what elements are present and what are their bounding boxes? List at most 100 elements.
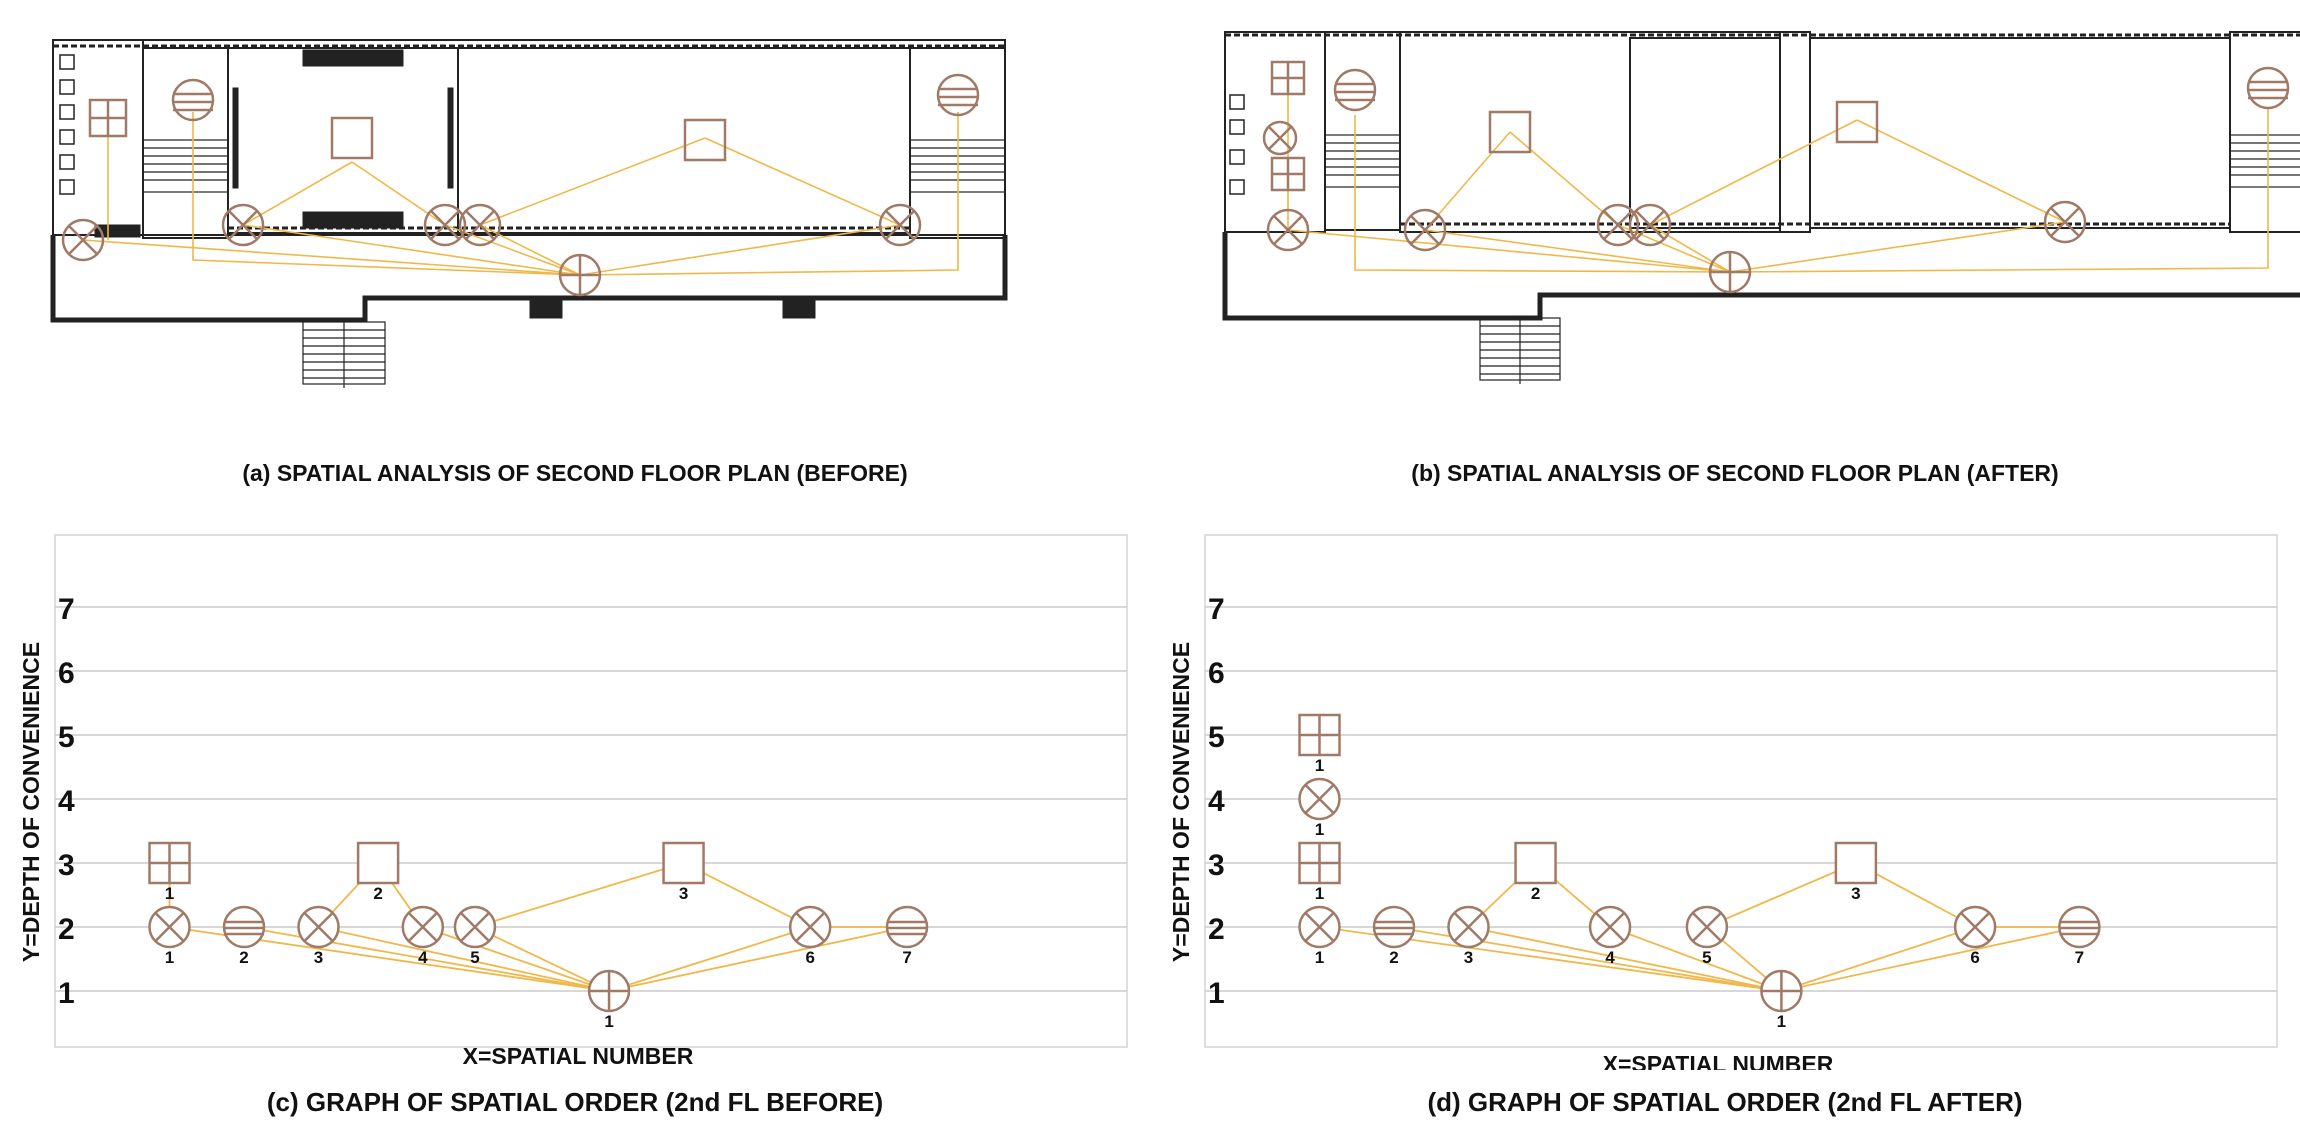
graph-after-node-label: 2: [1389, 948, 1398, 967]
graph-after-y-axis-label: Y=DEPTH OF CONVENIENCE: [1170, 642, 1194, 962]
graph-after-y-tick-label: 6: [1208, 657, 1225, 690]
graph-before-node-label: 7: [902, 948, 911, 967]
caption-c: (c) GRAPH OF SPATIAL ORDER (2nd FL BEFOR…: [266, 1087, 884, 1117]
graph-before-node-label: 3: [314, 948, 323, 967]
graph-before-node-toilet: [148, 841, 191, 885]
graph-before-y-tick-label: 7: [58, 593, 75, 626]
graph-after-node-toilet: [1298, 841, 1341, 885]
floor-plan-after-walls: [1222, 31, 2300, 321]
graph-after-node-mark: [1299, 843, 1340, 883]
graph-after-node-mark: [1692, 912, 1722, 942]
graph-before-node-mark: [303, 912, 334, 942]
graph-before-edge: [422, 926, 610, 992]
graph-after-node-label: 3: [1464, 948, 1473, 967]
floor-plan-after: [1150, 0, 2300, 420]
graph-before-node-mark: [154, 912, 185, 942]
graph-before-node-label: 2: [239, 948, 248, 967]
floor-plan-after-connectors: [1287, 80, 2269, 273]
graph-after-node-label: 5: [1702, 948, 1711, 967]
graph-after-frame: [1204, 534, 2278, 1048]
graph-after-node-label: 1: [1777, 1012, 1786, 1031]
graph-before-node-label: 1: [165, 884, 174, 903]
graph-after-node-hall: [1760, 969, 1803, 1013]
graph-before-edge: [474, 926, 610, 992]
graph-after-node-stair: [1372, 905, 1416, 949]
floor-plan-after-drawing: [1222, 31, 2300, 384]
graph-before-node-label: 3: [679, 884, 688, 903]
floor-plan-before-fixtures: [59, 49, 1006, 388]
graph-after-node-label: 7: [2075, 948, 2084, 967]
graph-after-node-label: 2: [1531, 884, 1540, 903]
caption-d: (d) GRAPH OF SPATIAL ORDER (2nd FL AFTER…: [1427, 1087, 2023, 1117]
graph-after-edge: [1781, 926, 2080, 992]
graph-before-node-label: 1: [604, 1012, 613, 1031]
graph-before-nodes: 1 2 3 4 5 6 7 1 2 3 1: [148, 841, 929, 1031]
graph-after-node-mark: [1304, 912, 1335, 942]
graph-before-node-label: 6: [805, 948, 814, 967]
graph-before-edge: [318, 926, 610, 992]
graph-before-y-tick-label: 5: [58, 721, 75, 754]
graph-after-node-toilet: [1298, 713, 1341, 757]
graph-after-node-label: 6: [1970, 948, 1979, 967]
floor-plan-after-fixtures: [1229, 94, 2300, 384]
graph-before-node-mark: [407, 912, 438, 942]
floor-plan-before: [0, 0, 1150, 420]
graph-after-node-mark: [1761, 971, 1802, 1011]
graph-after-node-mark: [1453, 912, 1484, 942]
graph-after-node-cross: [1447, 905, 1490, 949]
graph-before-x-axis-label: X=SPATIAL NUMBER: [463, 1043, 694, 1069]
graph-after-node-cross: [1588, 905, 1632, 949]
graph-after-y-tick-label: 7: [1208, 593, 1225, 626]
floor-plan-before-drawing: [50, 39, 1008, 388]
graph-before-y-tick-label: 6: [58, 657, 75, 690]
graph-after-node-cross: [1298, 905, 1341, 949]
graph-before-node-mark: [460, 912, 490, 942]
graph-before-node-cross: [401, 905, 445, 949]
graph-before-y-tick-label: 2: [58, 913, 75, 946]
graph-after-x-axis-label: X=SPATIAL NUMBER: [1603, 1051, 1834, 1070]
graph-after-node-label: 4: [1605, 948, 1615, 967]
graph-after-node-label: 1: [1315, 884, 1324, 903]
caption-a: (a) SPATIAL ANALYSIS OF SECOND FLOOR PLA…: [242, 460, 908, 486]
graph-before-node-cross: [148, 905, 191, 949]
graph-before-node-stair: [885, 905, 929, 949]
graph-before-edge: [608, 926, 811, 992]
floor-plan-before-symbols: [61, 73, 980, 297]
graph-before-node-mark: [149, 843, 190, 883]
graph-after-edge: [1706, 862, 1857, 928]
graph-before-node-cross: [788, 905, 832, 949]
graph-after-node-box: [1514, 841, 1557, 885]
graph-before-node-label: 2: [373, 884, 382, 903]
graph-after-node-mark: [1374, 920, 1414, 936]
floor-plan-before-connectors: [82, 112, 959, 276]
graph-before-node-box: [356, 841, 400, 885]
graph-before-node-room: [356, 841, 400, 885]
graph-before-node-stair: [222, 905, 266, 949]
graph-after-node-stair: [2058, 905, 2101, 949]
graph-before-frame: [54, 534, 1128, 1048]
graph-after-y-tick-label: 1: [1208, 977, 1225, 1010]
floor-plan-after-symbols: [1262, 60, 2290, 294]
graph-after-edge: [1781, 926, 1976, 992]
graph-after-y-tick-label: 2: [1208, 913, 1225, 946]
graph-before-y-tick-label: 1: [58, 977, 75, 1010]
graph-after-y-tick-label: 4: [1208, 785, 1225, 818]
graph-after-y-tick-label: 3: [1208, 849, 1225, 882]
graph-after-node-mark: [2059, 920, 2100, 936]
graph-after-node-room: [1834, 841, 1878, 885]
graph-before-node-mark: [224, 920, 264, 936]
graph-after-node-label: 1: [1315, 948, 1324, 967]
graph-after-node-mark: [1299, 715, 1340, 755]
graph-before-node-label: 5: [470, 948, 479, 967]
graph-after-node-box: [1834, 841, 1878, 885]
graph-after-edge: [1609, 926, 1782, 992]
graph-before-node-label: 4: [418, 948, 428, 967]
graph-after-edge: [1468, 926, 1782, 992]
graph-after-node-label: 1: [1315, 820, 1324, 839]
graph-before-edge: [608, 926, 908, 992]
graph-before-node-label: 1: [165, 948, 174, 967]
